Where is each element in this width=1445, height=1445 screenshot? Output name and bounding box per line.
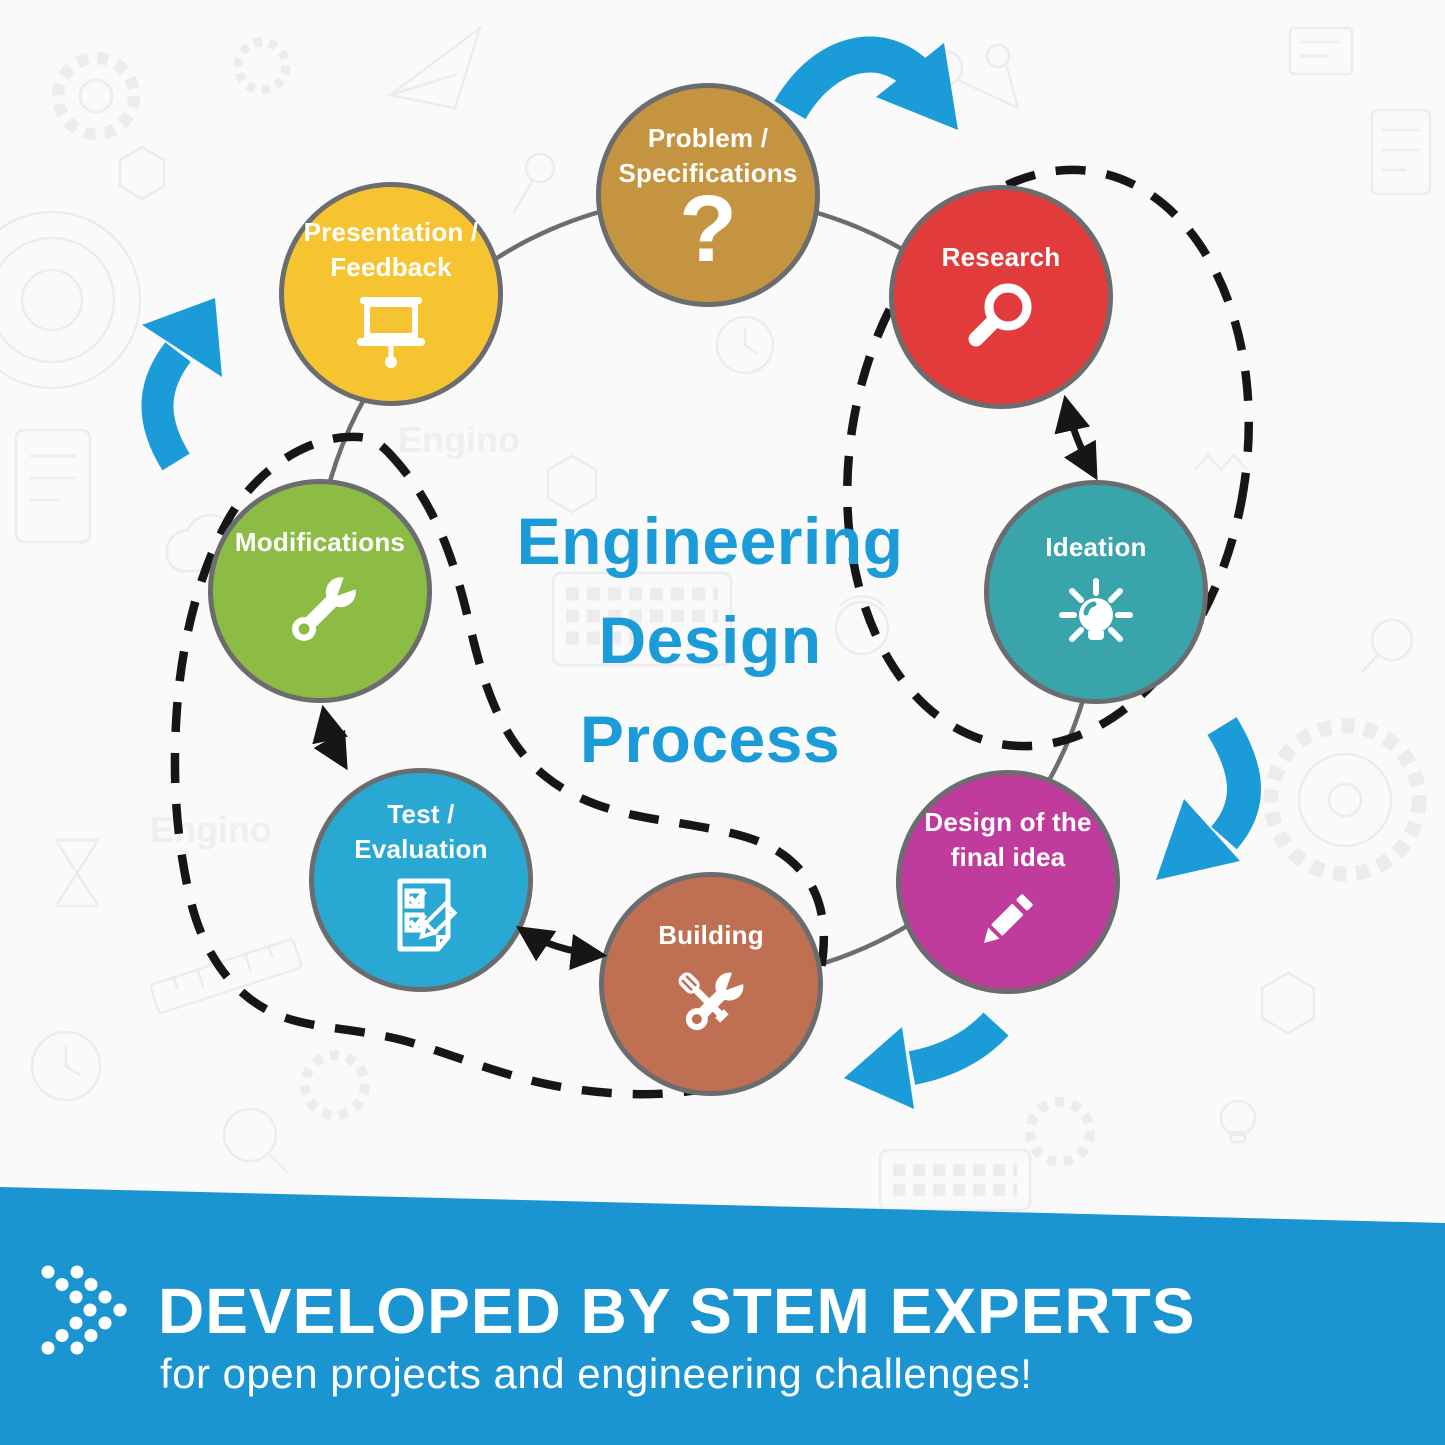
step-label: Presentation /Feedback	[303, 217, 479, 282]
pencil-icon	[968, 881, 1048, 959]
step-test-evaluation: Test /Evaluation	[309, 768, 533, 992]
step-label: Ideation	[1045, 531, 1147, 562]
center-title: Engineering Design Process	[410, 492, 1010, 789]
loop-dashed-build-test-modify	[170, 432, 828, 1099]
step-research: Research	[889, 185, 1113, 409]
footer-banner: DEVELOPED BY STEM EXPERTS for open proje…	[0, 1187, 1445, 1445]
flow-arrow-bottom	[844, 1012, 1009, 1109]
title-line-2: Design	[598, 603, 822, 677]
step-ideation: Ideation	[984, 480, 1208, 704]
flow-arrow-top-right	[774, 36, 958, 130]
flow-arrow-right	[1156, 717, 1261, 880]
step-building: Building	[599, 872, 823, 1096]
step-label: Building	[658, 919, 764, 950]
step-presentation-feedback: Presentation /Feedback	[279, 182, 503, 406]
background-doodles: Engino Engino	[0, 24, 1432, 1212]
question-mark-icon: ?	[678, 176, 738, 282]
background-watermark: Engino	[150, 809, 272, 850]
background-watermark: Engino	[398, 419, 520, 460]
chevron-dots-icon	[41, 1265, 127, 1355]
checklist-icon	[374, 873, 469, 963]
flow-arrow-left	[141, 298, 222, 471]
title-line-1: Engineering	[516, 504, 904, 578]
banner-headline: DEVELOPED BY STEM EXPERTS	[158, 1275, 1196, 1347]
step-label: Test /Evaluation	[354, 799, 488, 864]
title-line-3: Process	[579, 702, 841, 776]
wrench-icon	[273, 566, 368, 658]
banner-subline: for open projects and engineering challe…	[160, 1350, 1033, 1397]
step-problem-specifications: Problem /Specifications ?	[596, 83, 820, 307]
tools-icon	[663, 959, 759, 1051]
step-label: Modifications	[234, 526, 406, 557]
step-modifications: Modifications	[208, 479, 432, 703]
magnifier-icon	[962, 281, 1040, 355]
step-label: Problem /Specifications	[618, 123, 798, 188]
step-label: Research	[941, 241, 1061, 272]
loop-dashed-research-ideation	[842, 165, 1254, 751]
lightbulb-icon	[1050, 571, 1142, 655]
presentation-screen-icon	[347, 291, 435, 373]
